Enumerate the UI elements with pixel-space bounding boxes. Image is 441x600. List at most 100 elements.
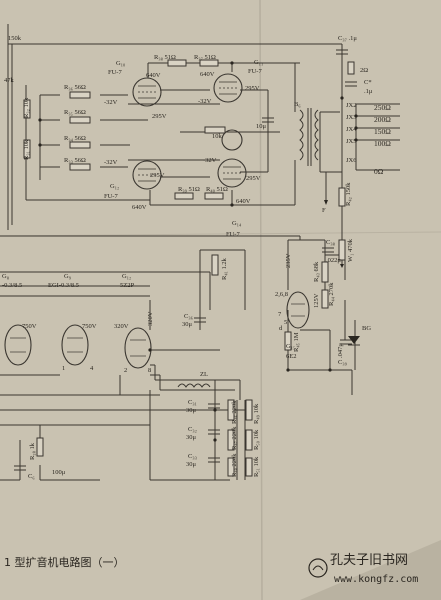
label-r48: R₄₈ 220k bbox=[231, 453, 238, 477]
label-bg: BG bbox=[362, 325, 371, 332]
label-750v-b: 750V bbox=[82, 323, 97, 330]
label-d: d bbox=[279, 325, 283, 332]
label-zl: ZL bbox=[200, 371, 208, 378]
label-g10-plate: 640V bbox=[146, 72, 161, 79]
label-100ohm: 100Ω bbox=[374, 139, 391, 148]
label-235v: 235V bbox=[285, 253, 292, 268]
label-r43: R₄₃ 68k bbox=[313, 261, 320, 282]
label-g12-plate: 640V bbox=[132, 204, 147, 211]
label-r44: R₄₄ 270k bbox=[328, 282, 335, 306]
label-r46: R₄₆ 220k bbox=[231, 400, 238, 424]
diode-bg bbox=[348, 336, 360, 344]
label-r36: R₃₆ 56Ω bbox=[64, 84, 86, 91]
label-r39: R₃₉ 51Ω bbox=[178, 186, 200, 193]
label-f: F bbox=[322, 207, 326, 214]
label-g12r: G₁₂ bbox=[122, 273, 131, 280]
tube-5z2p bbox=[124, 327, 152, 369]
label-r37: R₃₇ 51Ω bbox=[194, 54, 216, 61]
label-0ohm: 0Ω bbox=[374, 167, 384, 176]
label-cstar: C* bbox=[364, 79, 372, 86]
label-g13-grid: -32V bbox=[203, 157, 217, 164]
label-r50: R₅₀ 10k bbox=[253, 429, 260, 450]
label-c38: C₃₈ bbox=[326, 239, 335, 246]
label-g8-type: -0.3/8.5 bbox=[2, 282, 22, 289]
label-g10-grid: -32V bbox=[104, 99, 118, 106]
resistor-boxes bbox=[23, 59, 355, 477]
label-750v-a: 750V bbox=[22, 323, 37, 330]
tube-g10 bbox=[132, 77, 162, 107]
label-c36-val: 30μ bbox=[182, 321, 193, 328]
label-g15-type: 6E2 bbox=[286, 353, 296, 360]
label-g14-type: FU-7 bbox=[226, 231, 240, 238]
label-c37: C₃₇ .1μ bbox=[338, 35, 357, 42]
label-150ohm: 150Ω bbox=[374, 127, 391, 136]
wiper-arrow-w1 bbox=[340, 264, 344, 268]
tube-g13 bbox=[217, 158, 247, 188]
label-g9: G₉ bbox=[64, 273, 71, 280]
label-c6: C₆ bbox=[28, 473, 35, 480]
label-200ohm: 200Ω bbox=[374, 115, 391, 124]
watermark-logo-icon bbox=[308, 558, 328, 578]
label-250ohm: 250Ω bbox=[374, 103, 391, 112]
watermark-url: www.kongfz.com bbox=[334, 574, 418, 585]
label-g13-screen: 295V bbox=[246, 175, 261, 182]
fold-crease-vertical bbox=[259, 0, 263, 600]
tube-g12 bbox=[132, 160, 162, 190]
label-pin1: 1 bbox=[62, 365, 65, 372]
label-c6-val: 100μ bbox=[52, 469, 66, 476]
label-g13-plate: 640V bbox=[236, 198, 251, 205]
label-jx3: JX3 bbox=[346, 114, 356, 121]
label-jx6: JX6 bbox=[346, 157, 357, 164]
label-c39: C₃₉ bbox=[338, 359, 347, 366]
label-c33-val: 30μ bbox=[186, 461, 197, 468]
label-r40: R₄₀ 51Ω bbox=[206, 186, 228, 193]
label-c31: C₃₁ bbox=[188, 399, 197, 406]
label-pin4: 4 bbox=[90, 365, 94, 372]
label-pin5: 5 bbox=[284, 319, 287, 326]
label-g12: G₁₂ bbox=[110, 183, 119, 190]
label-g8: G₈ bbox=[2, 273, 9, 280]
label-pins-268: 2,6,8 bbox=[275, 291, 288, 298]
label-g14: G₁₄ bbox=[232, 220, 242, 227]
capacitors bbox=[14, 49, 357, 471]
label-g10: G₁₀ bbox=[116, 60, 125, 67]
label-w1: W₁ 470k bbox=[347, 238, 354, 262]
fold-crease-horizontal bbox=[0, 231, 441, 237]
label-r45: R₄₅ 1M bbox=[293, 332, 300, 352]
label-150k: 150k bbox=[8, 35, 22, 42]
label-g12-type: FU-7 bbox=[104, 193, 118, 200]
label-47k: 47k bbox=[4, 77, 15, 84]
label-c36: C₃₆ bbox=[184, 313, 193, 320]
label-jx4: JX4 bbox=[346, 126, 357, 133]
label-g12r-type: 5Z2P bbox=[120, 282, 134, 289]
label-r31: R₃₁ 10k bbox=[23, 139, 30, 160]
label-pin7: 7 bbox=[278, 311, 282, 318]
label-g11: G₁₁ bbox=[254, 59, 263, 66]
label-g11-grid: -32V bbox=[198, 98, 212, 105]
label-r42: R₄₂ 150k bbox=[345, 182, 352, 206]
label-g11-screen: 295V bbox=[245, 85, 260, 92]
label-c32: C₃₂ bbox=[188, 426, 197, 433]
label-c-10mu: 10μ bbox=[256, 123, 267, 130]
label-r47: R₄₇ 220k bbox=[231, 426, 238, 450]
tube-rectifier-mid bbox=[61, 324, 89, 366]
watermark-brand: 孔夫子旧书网 bbox=[330, 553, 408, 568]
junction-dots bbox=[38, 61, 358, 442]
label-r51: R₅₁ 10k bbox=[253, 456, 260, 477]
label-2ohm: 2Ω bbox=[360, 67, 368, 74]
label-c33: C₃₃ bbox=[188, 453, 197, 460]
label-g11-type: FU-7 bbox=[248, 68, 262, 75]
label-g12-screen: 295V bbox=[150, 172, 165, 179]
label-pin8: 8 bbox=[148, 367, 151, 374]
output-transformer-b6 bbox=[299, 108, 319, 166]
label-g9-type: EGI-0.3/8.5 bbox=[48, 282, 79, 289]
label-r35: R₃₅ 56Ω bbox=[64, 109, 86, 116]
label-r34: R₃₄ 56Ω bbox=[64, 135, 86, 142]
label-c39-val: .047μ bbox=[337, 343, 344, 358]
label-g12-grid: -32V bbox=[104, 159, 118, 166]
label-cstar-val: .1μ bbox=[364, 88, 373, 95]
label-r38: R₃₈ 51Ω bbox=[154, 54, 176, 61]
label-pin2: 2 bbox=[124, 367, 127, 374]
label-125v: 125V bbox=[313, 293, 320, 308]
